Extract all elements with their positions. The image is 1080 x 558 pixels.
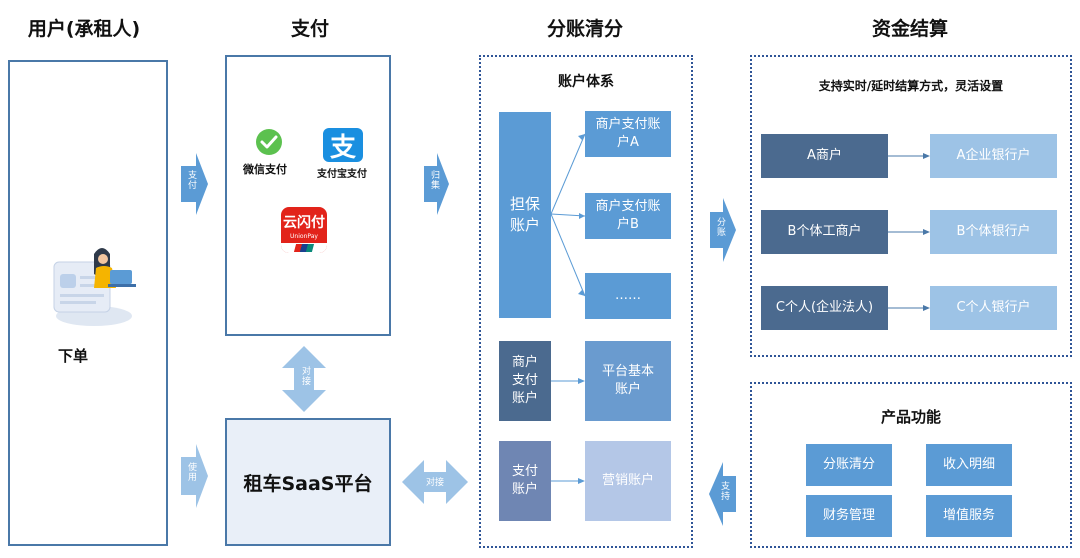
settle-row-2-right: B个体银行户 bbox=[930, 210, 1057, 254]
account-connectors bbox=[551, 380, 580, 482]
arrow-dock-horizontal-label: 对接 bbox=[425, 478, 444, 488]
arrowhead-more bbox=[578, 290, 585, 296]
guarantee-account-box: 担保账户 bbox=[499, 112, 551, 318]
arrow-pay-label: 支付 bbox=[186, 170, 196, 190]
settle-row-1-left: A商户 bbox=[761, 134, 888, 178]
arrow-return bbox=[424, 153, 449, 215]
arrow-dock-horizontal bbox=[402, 460, 468, 504]
arrow-support bbox=[709, 462, 736, 526]
product-item-split: 分账清分 bbox=[806, 444, 892, 486]
alipay-label: 支付宝支付 bbox=[317, 169, 367, 180]
arrow-return-label: 归集 bbox=[429, 170, 439, 190]
column-title-settle: 资金结算 bbox=[871, 18, 948, 40]
unionpay-en-text: UnionPay bbox=[290, 233, 318, 240]
account-system-title: 账户体系 bbox=[558, 74, 614, 90]
settlement-subtitle: 支持实时/延时结算方式，灵活设置 bbox=[818, 79, 1004, 93]
arrow-support-label: 支持 bbox=[719, 481, 729, 501]
arrow-split-label: 分账 bbox=[715, 217, 725, 237]
arrow-dock-vertical-label: 对接 bbox=[300, 366, 310, 386]
arrowhead-a bbox=[578, 134, 585, 140]
user-illustration-icon bbox=[53, 248, 136, 326]
settlement-connectors bbox=[888, 155, 924, 309]
product-item-value-added: 增值服务 bbox=[926, 495, 1012, 537]
merchant-pay-account-box: 商户支付账户 bbox=[499, 341, 551, 421]
settle-row-3-left: C个人(企业法人) bbox=[761, 286, 888, 330]
arrowhead-b bbox=[579, 213, 585, 219]
more-accounts-box: …… bbox=[585, 273, 671, 319]
column-title-split: 分账清分 bbox=[546, 18, 623, 40]
merchant-account-a-box: 商户支付账户A bbox=[585, 111, 671, 157]
settle-row-3-right: C个人银行户 bbox=[930, 286, 1057, 330]
unionpay-cn-text: 云闪付 bbox=[283, 215, 325, 231]
arrow-split bbox=[710, 198, 736, 262]
merchant-account-b-box: 商户支付账户B bbox=[585, 193, 671, 239]
saas-platform-title: 租车SaaS平台 bbox=[243, 472, 373, 495]
product-functions-title: 产品功能 bbox=[880, 408, 941, 426]
marketing-account-box: 营销账户 bbox=[585, 441, 671, 521]
arrow-pay bbox=[181, 153, 208, 215]
arrow-use bbox=[181, 444, 208, 508]
settle-row-2-left: B个体工商户 bbox=[761, 210, 888, 254]
settle-row-1-right: A企业银行户 bbox=[930, 134, 1057, 178]
product-item-finance: 财务管理 bbox=[806, 495, 892, 537]
user-panel: 下单 bbox=[8, 60, 168, 546]
payment-methods-panel: 微信支付 支 支付宝支付 云闪付 UnionPay bbox=[225, 55, 391, 336]
product-item-income: 收入明细 bbox=[926, 444, 1012, 486]
unionpay-icon: 云闪付 UnionPay bbox=[281, 207, 327, 253]
pay-account-box: 支付账户 bbox=[499, 441, 551, 521]
platform-basic-account-box: 平台基本账户 bbox=[585, 341, 671, 421]
order-label: 下单 bbox=[58, 347, 89, 365]
column-title-user: 用户(承租人) bbox=[27, 18, 141, 40]
product-functions-panel: 产品功能 bbox=[750, 382, 1072, 548]
wechat-pay-icon bbox=[256, 129, 282, 155]
column-title-pay: 支付 bbox=[290, 18, 329, 40]
arrow-use-label: 使用 bbox=[186, 462, 196, 482]
saas-platform-box: 租车SaaS平台 bbox=[225, 418, 391, 546]
alipay-icon: 支 bbox=[323, 128, 363, 163]
wechat-pay-label: 微信支付 bbox=[243, 163, 287, 176]
arrow-dock-vertical bbox=[282, 346, 326, 412]
